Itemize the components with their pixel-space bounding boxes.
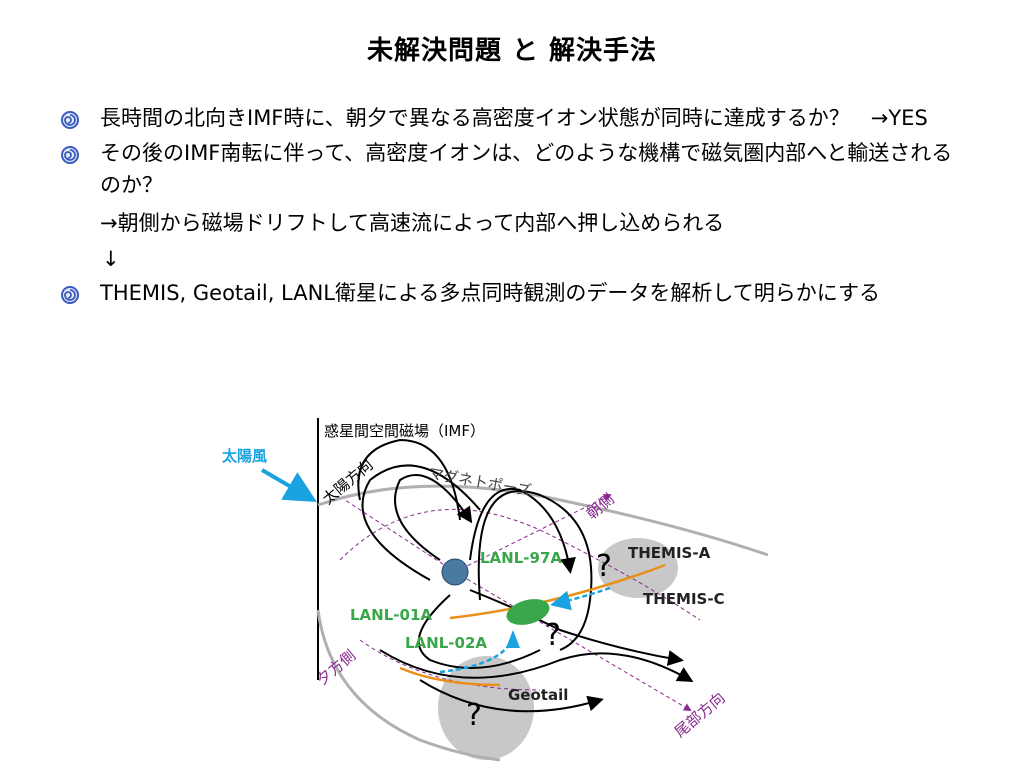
swirl-bullet-icon bbox=[61, 146, 79, 164]
flow-up-arrow-icon bbox=[506, 630, 520, 648]
dashed-orbit-outer bbox=[339, 508, 701, 621]
themis-a-label: THEMIS-A bbox=[628, 544, 711, 562]
lanl-02a-label: LANL-02A bbox=[405, 634, 487, 652]
down-arrow-icon: ↓ bbox=[102, 247, 120, 271]
geotail-region bbox=[438, 656, 534, 760]
question-mark-geotail: ? bbox=[466, 698, 482, 733]
slide-title: 未解決問題 と 解決手法 bbox=[366, 36, 658, 66]
dashed-orbit-inner bbox=[359, 639, 541, 691]
bullet-item-1: 長時間の北向きIMF時に、朝夕で異なる高密度イオン状態が同時に達成するか？ →Y… bbox=[58, 102, 958, 134]
bullet-text-1: 長時間の北向きIMF時に、朝夕で異なる高密度イオン状態が同時に達成するか？ →Y… bbox=[100, 106, 928, 130]
magnetopause-label: マグネトポーズ bbox=[427, 464, 533, 500]
field-line bbox=[417, 594, 541, 669]
field-line bbox=[419, 679, 604, 713]
field-line bbox=[477, 490, 593, 651]
tail-direction-label: 尾部方向 bbox=[671, 689, 729, 741]
field-line bbox=[394, 474, 473, 561]
field-line bbox=[361, 464, 481, 581]
lanl-97a-label: LANL-97A bbox=[480, 549, 562, 567]
sun-axis bbox=[344, 499, 456, 573]
themis-c-label: THEMIS-C bbox=[643, 590, 725, 608]
field-line bbox=[379, 649, 694, 682]
flow-from-dawn bbox=[550, 586, 611, 611]
dusk-side-label: 夕方側 bbox=[313, 646, 359, 689]
field-line bbox=[357, 438, 461, 521]
bullet-item-3: THEMIS, Geotail, LANL衛星による多点同時観測のデータを解析し… bbox=[58, 277, 958, 309]
swirl-bullet-icon bbox=[61, 286, 79, 304]
solar-wind-label: 太陽風 bbox=[222, 447, 267, 465]
imf-label: 惑星間空間磁場（IMF） bbox=[324, 422, 485, 440]
dawn-axis bbox=[454, 494, 612, 573]
themis-region bbox=[598, 538, 678, 598]
bullet-item-2: その後のIMF南転に伴って、高密度イオンは、どのような機構で磁気圏内部へと輸送さ… bbox=[58, 137, 958, 201]
dawn-side-label: 朝側 bbox=[583, 490, 618, 523]
question-mark-themis: ? bbox=[596, 549, 612, 584]
question-mark-center: ? bbox=[545, 618, 561, 653]
orange-boundary-dawn bbox=[449, 563, 666, 620]
sub-answer: →朝側から磁場ドリフトして高速流によって内部へ押し込められる bbox=[100, 211, 725, 235]
geotail-label: Geotail bbox=[508, 686, 568, 704]
solar-wind-arrow-icon bbox=[260, 468, 317, 503]
magnetopause-curve bbox=[317, 484, 769, 557]
bullet-text-2: その後のIMF南転に伴って、高密度イオンは、どのような機構で磁気圏内部へと輸送さ… bbox=[100, 141, 953, 197]
high-density-region bbox=[506, 599, 550, 625]
orange-boundary-dusk bbox=[399, 666, 501, 687]
lanl-01a-label: LANL-01A bbox=[350, 606, 432, 624]
earth-icon bbox=[441, 558, 469, 586]
swirl-bullet-icon bbox=[61, 111, 79, 129]
bullet-list: 長時間の北向きIMF時に、朝夕で異なる高密度イオン状態が同時に達成するか？ →Y… bbox=[58, 102, 958, 312]
field-line bbox=[469, 589, 684, 666]
magnetopause-lower-curve bbox=[316, 609, 501, 762]
bullet-text-3: THEMIS, Geotail, LANL衛星による多点同時観測のデータを解析し… bbox=[100, 281, 880, 305]
